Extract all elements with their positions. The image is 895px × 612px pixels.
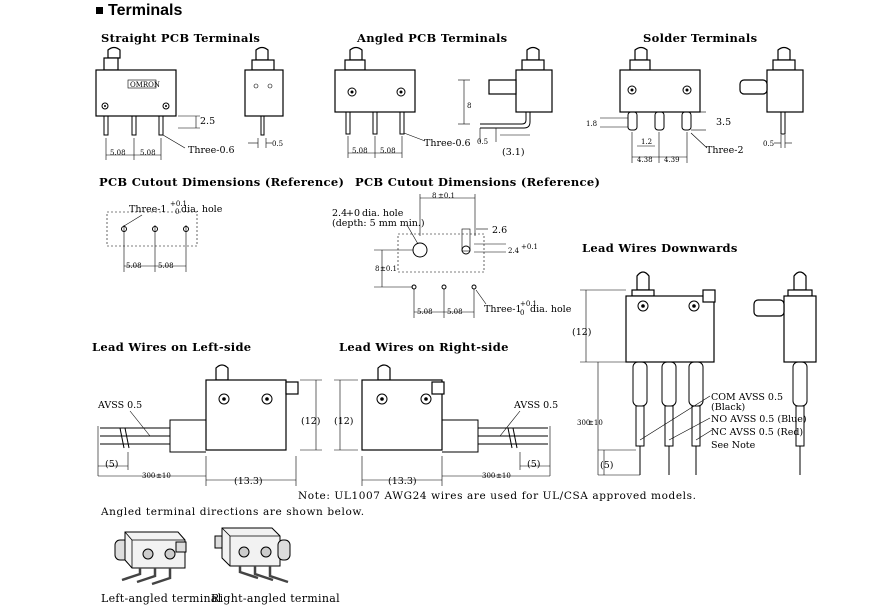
right-angled-caption: Right-angled terminal <box>211 592 340 605</box>
pcb-cutout-2-hole-a-tol: +0 <box>346 208 360 219</box>
lead-down-com: COM AVSS 0.5 <box>711 392 783 403</box>
pcb-cutout-2-depth: (depth: 5 mm min.) <box>332 218 425 229</box>
pcb-cutout-2-dim-8-tol: ±0.1 <box>380 265 397 273</box>
lead-right-dim-12: (12) <box>334 416 354 427</box>
angled-side-dim-0-5: 0.5 <box>477 138 488 146</box>
pcb-cutout-1-hole: Three-1 <box>129 204 167 215</box>
pcb-cutout-2-dim-5-08-a: 5.08 <box>417 308 433 316</box>
right-angled-terminal-illustration <box>214 527 291 584</box>
solder-dim-4-38: 4.38 <box>637 156 653 164</box>
lead-left-drawing <box>97 364 322 486</box>
pcb-cutout-2-dim-2-6: 2.6 <box>492 225 507 236</box>
pcb-cutout-1-drawing <box>106 211 198 272</box>
lead-down-heading: Lead Wires Downwards <box>582 241 738 255</box>
lead-down-drawing <box>580 271 716 476</box>
ul-note: Note: UL1007 AWG24 wires are used for UL… <box>298 490 697 502</box>
lead-left-wire: AVSS 0.5 <box>97 400 142 411</box>
lead-down-no: NO AVSS 0.5 (Blue) <box>711 414 807 425</box>
pcb-cutout-2-dim-2-4-tol: +0.1 <box>521 243 538 251</box>
title-bullet <box>96 7 103 14</box>
straight-dim-5-08-a: 5.08 <box>110 149 126 157</box>
lead-right-drawing <box>334 364 551 486</box>
angled-side-dim-3-1: (3.1) <box>502 147 525 158</box>
pcb-cutout-1-dim-5-08-a: 5.08 <box>126 262 142 270</box>
left-angled-terminal-illustration <box>114 531 187 586</box>
lead-down-side-view <box>753 271 817 475</box>
pcb-cutout-1-dim-5-08-b: 5.08 <box>158 262 174 270</box>
angled-pcb-heading: Angled PCB Terminals <box>356 31 507 45</box>
straight-three-0-6: Three-0.6 <box>188 145 235 156</box>
angled-dim-5-08-a: 5.08 <box>352 147 368 155</box>
lead-left-dim-13-3: (13.3) <box>234 476 263 487</box>
pcb-cutout-2-hole-b-tol-upper: +0.1 <box>520 300 537 308</box>
angled-dim-5-08-b: 5.08 <box>380 147 396 155</box>
lead-right-wire: AVSS 0.5 <box>513 400 558 411</box>
pcb-cutout-2-dim-2-4: 2.4 <box>508 247 520 255</box>
pcb-cutout-2-hole-b-tol-lower: 0 <box>520 309 524 317</box>
lead-down-nc: NC AVSS 0.5 (Red) <box>711 427 803 438</box>
angled-pcb-front-view <box>334 46 426 158</box>
lead-right-dim-13-3: (13.3) <box>388 476 417 487</box>
solder-dim-1-2: 1.2 <box>641 138 652 146</box>
lead-left-dim-5: (5) <box>105 459 118 470</box>
pcb-cutout-1-hole-tail: dia. hole <box>181 204 223 215</box>
lead-left-dim-300: 300 <box>142 472 155 480</box>
straight-pcb-front-view: OMRON <box>95 46 200 160</box>
straight-dim-2-5: 2.5 <box>200 116 215 127</box>
pcb-cutout-1-hole-tol-upper: +0.1 <box>170 200 187 208</box>
straight-side-dim-0-5: 0.5 <box>272 140 283 148</box>
lead-left-heading: Lead Wires on Left-side <box>92 340 251 354</box>
lead-right-dim-5: (5) <box>527 459 540 470</box>
pcb-cutout-2-drawing <box>374 194 506 318</box>
lead-down-see-note: See Note <box>711 440 756 451</box>
pcb-cutout-2-hole-b: Three-1 <box>484 304 522 315</box>
solder-dim-3-5: 3.5 <box>716 117 731 128</box>
angled-pcb-side-view <box>458 46 553 142</box>
page-title: Terminals <box>108 2 183 19</box>
lead-down-dim-12: (12) <box>572 327 592 338</box>
pcb-cutout-2-dim-top: 8 <box>432 192 436 200</box>
lead-right-heading: Lead Wires on Right-side <box>339 340 509 354</box>
pcb-cutout-2-hole-a-tail: dia. hole <box>362 208 404 219</box>
lead-right-dim-300: 300 <box>482 472 495 480</box>
straight-pcb-side-view <box>244 46 284 148</box>
pcb-cutout-2-heading: PCB Cutout Dimensions (Reference) <box>355 175 600 189</box>
omron-label: OMRON <box>130 81 160 89</box>
straight-dim-5-08-b: 5.08 <box>140 149 156 157</box>
solder-heading: Solder Terminals <box>643 31 757 45</box>
lead-down-dim-300: 300 <box>577 419 590 427</box>
solder-front-view <box>600 46 708 163</box>
pcb-cutout-1-heading: PCB Cutout Dimensions (Reference) <box>99 175 344 189</box>
lead-right-dim-300-tol: ±10 <box>496 472 511 480</box>
lead-down-com-color: (Black) <box>711 402 745 413</box>
angled-three-0-6: Three-0.6 <box>424 138 471 149</box>
solder-side-dim-0-5: 0.5 <box>763 140 774 148</box>
pcb-cutout-2-hole-a: 2.4 <box>332 208 347 219</box>
lead-left-dim-300-tol: ±10 <box>156 472 171 480</box>
angled-side-dim-8: 8 <box>467 102 471 110</box>
straight-pcb-heading: Straight PCB Terminals <box>101 31 260 45</box>
solder-dim-1-8: 1.8 <box>586 120 597 128</box>
pcb-cutout-2-hole-b-tail: dia. hole <box>530 304 572 315</box>
lead-left-dim-12: (12) <box>301 416 321 427</box>
solder-three-2: Three-2 <box>706 145 744 156</box>
pcb-cutout-2-dim-top-tol: ±0.1 <box>438 192 455 200</box>
solder-side-view <box>739 46 804 148</box>
lead-down-dim-5: (5) <box>600 460 613 471</box>
pcb-cutout-2-dim-8: 8 <box>375 265 379 273</box>
pcb-cutout-1-hole-tol-lower: 0 <box>175 208 179 216</box>
solder-dim-4-39: 4.39 <box>664 156 680 164</box>
lead-down-dim-300-tol: ±10 <box>588 419 603 427</box>
pcb-cutout-2-dim-5-08-b: 5.08 <box>447 308 463 316</box>
left-angled-caption: Left-angled terminal <box>101 592 222 605</box>
angled-caption: Angled terminal directions are shown bel… <box>100 506 365 518</box>
